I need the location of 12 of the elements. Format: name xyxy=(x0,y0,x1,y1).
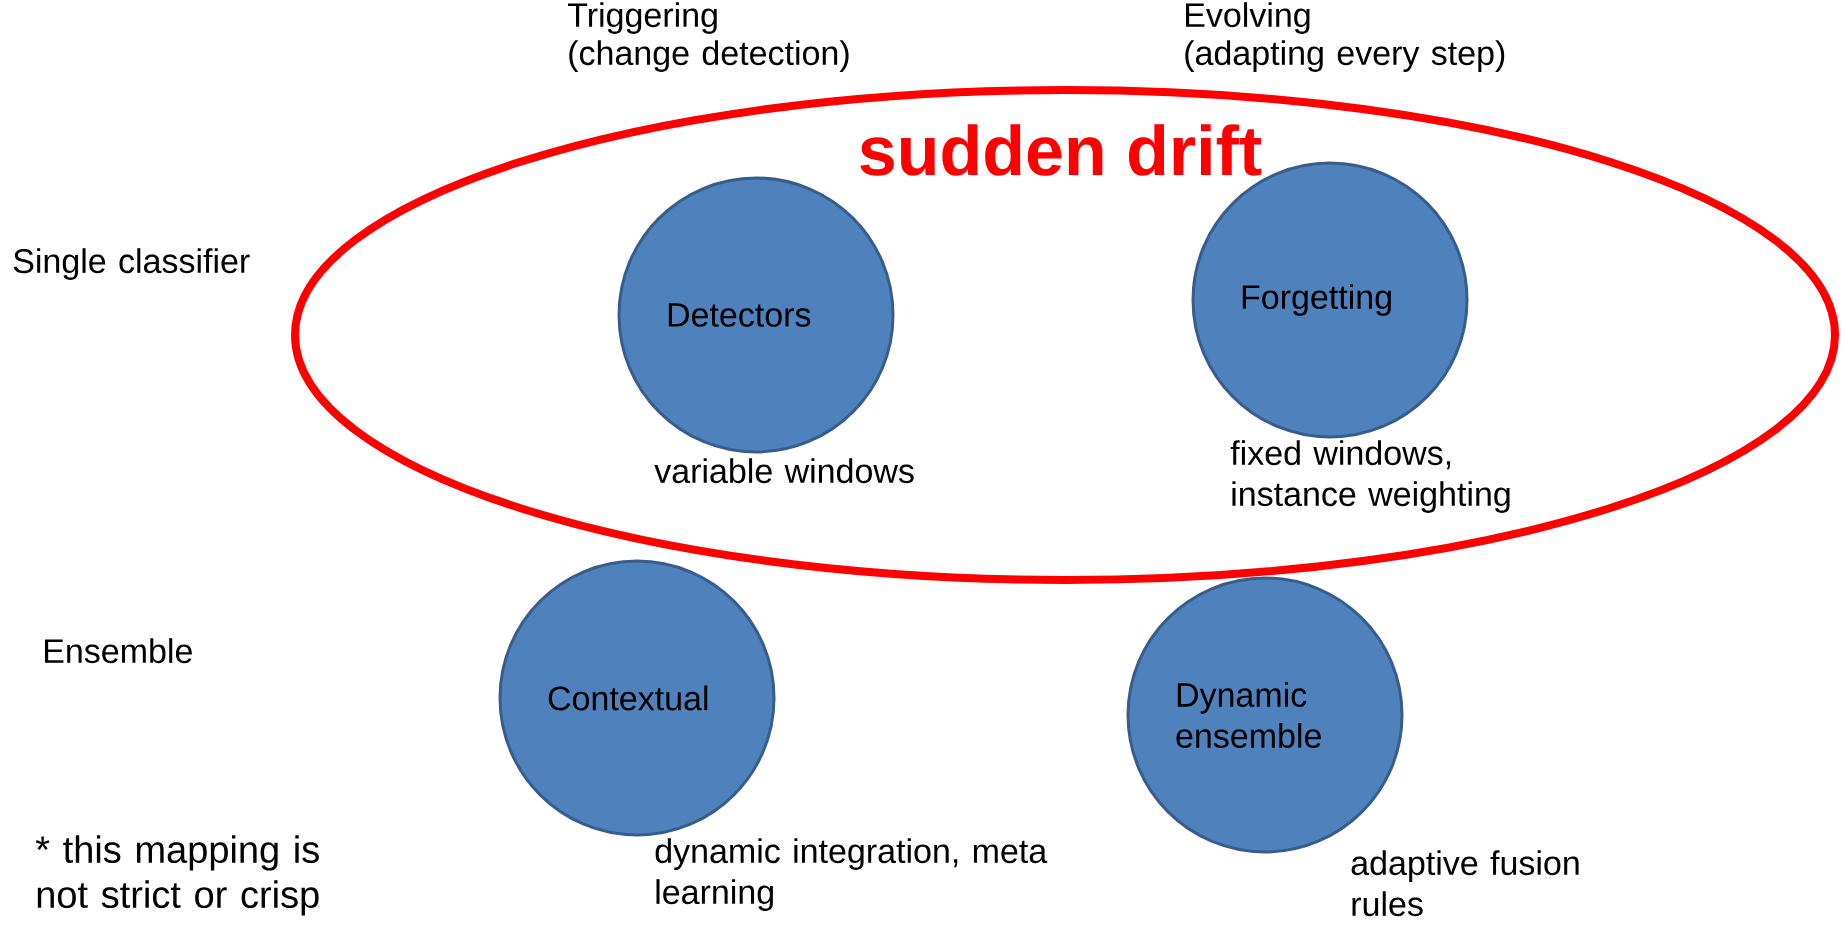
caption-text: dynamic integration, meta learning xyxy=(655,838,1048,911)
label-text: Triggering xyxy=(568,2,717,34)
label-text: (adapting every step) xyxy=(1185,40,1505,72)
label-text: Ensemble xyxy=(45,638,192,664)
circle-node: Contextual xyxy=(498,559,776,837)
label-text: Evolving xyxy=(1186,2,1310,34)
caption-text: fixed windows, instance weighting xyxy=(1230,440,1510,513)
caption-text: variable windows xyxy=(654,458,914,484)
circle-node: Detectors xyxy=(617,176,895,454)
label-text: * this mapping is not strict or crisp xyxy=(35,835,319,916)
label-text: (change detection) xyxy=(569,40,849,72)
label-text: Single classifier xyxy=(13,248,250,280)
